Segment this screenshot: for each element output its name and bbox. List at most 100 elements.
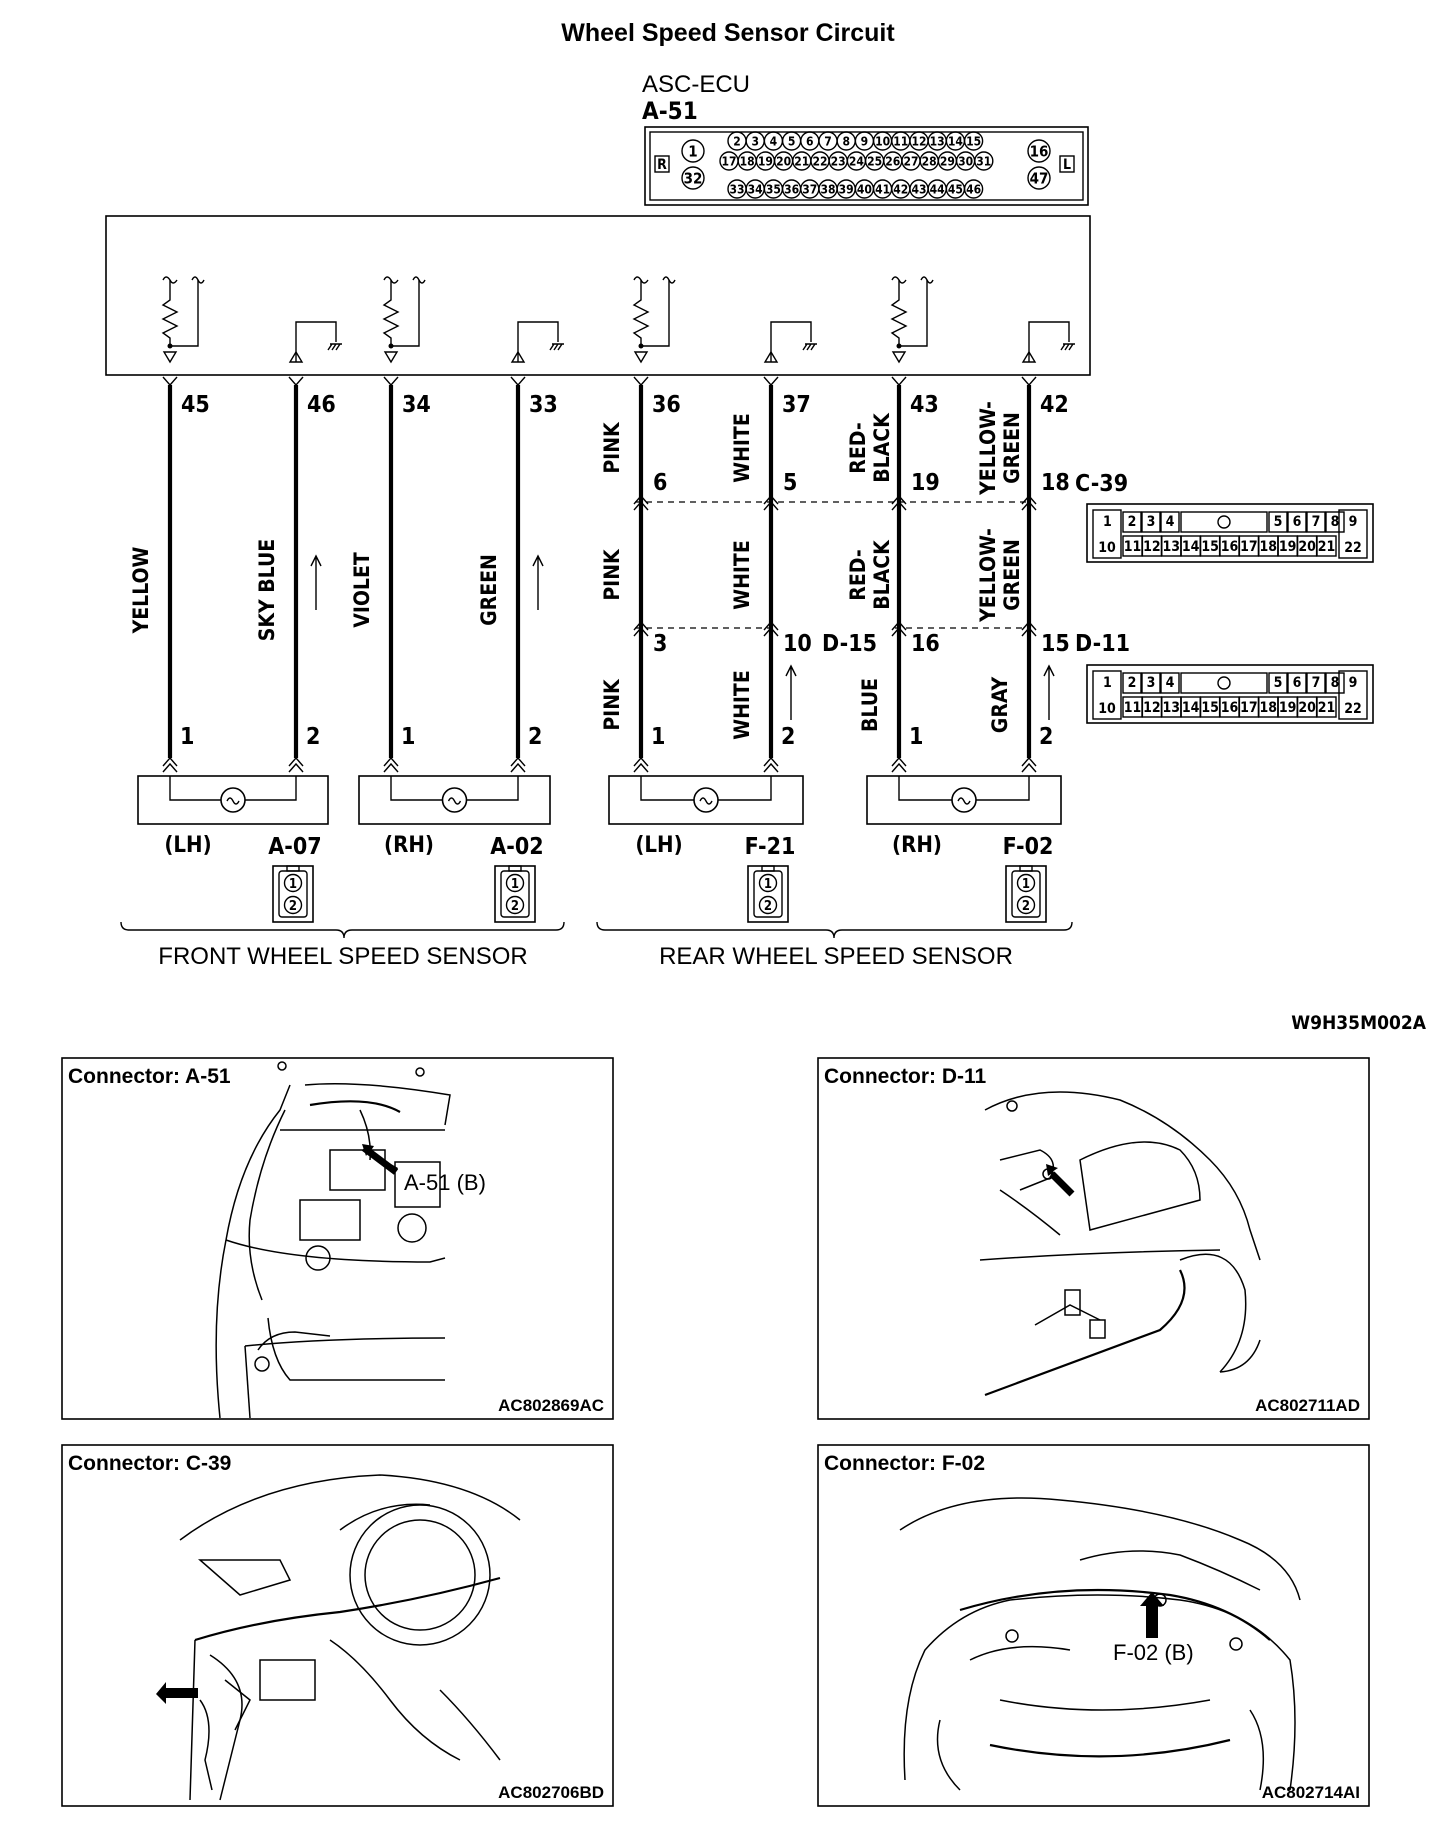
sensor-pin-number: 2 bbox=[1039, 724, 1053, 750]
wire-color-label-line: GREEN bbox=[477, 554, 501, 626]
wire-color-label-line: YELLOW bbox=[129, 546, 153, 634]
connector-pin: 13 bbox=[1163, 539, 1181, 555]
ecu-pin-label: 25 bbox=[867, 154, 882, 168]
panel-f02-title: Connector: F-02 bbox=[824, 1452, 985, 1475]
panel-c39-title: Connector: C-39 bbox=[68, 1452, 231, 1475]
ecu-pin-label: 9 bbox=[861, 134, 869, 148]
ecu-pin-label: 35 bbox=[766, 182, 781, 196]
ecu-terminal-mark bbox=[633, 376, 649, 387]
ground-arrow bbox=[891, 351, 907, 364]
wire-color-label-line: PINK bbox=[600, 421, 624, 474]
sensor-connector-pin-label: 2 bbox=[289, 899, 297, 914]
ecu-pin-label: 8 bbox=[842, 134, 850, 148]
panel-d11: Connector: D-11 AC802711AD bbox=[817, 1057, 1370, 1420]
panel-f02: Connector: F-02 AC802714AI F-02 (B) bbox=[817, 1444, 1370, 1807]
connector-pin: 14 bbox=[1182, 700, 1200, 716]
connector-pin: 9 bbox=[1349, 675, 1358, 691]
signal-arrow bbox=[785, 664, 797, 720]
connector-pin: 5 bbox=[1274, 675, 1283, 691]
ecu-tag-left: R bbox=[657, 157, 667, 173]
ecu-pin-label: 42 bbox=[893, 182, 908, 196]
ground-arrow bbox=[510, 350, 526, 363]
sensor-tilde bbox=[447, 797, 462, 805]
wire-color-label: YELLOW-GREEN bbox=[976, 401, 1024, 496]
ground-symbol bbox=[549, 343, 564, 351]
internal-line bbox=[641, 280, 670, 347]
connector-pin: 4 bbox=[1166, 514, 1175, 530]
d15-pin-number: 3 bbox=[653, 631, 667, 657]
ecu-terminal-mark bbox=[510, 376, 526, 387]
junction-dot bbox=[896, 343, 902, 349]
connector-pin: 1 bbox=[1103, 514, 1112, 530]
ecu-terminal-mark bbox=[763, 376, 779, 387]
connector-pin: 19 bbox=[1279, 539, 1297, 555]
ground-arrow bbox=[763, 350, 779, 363]
internal-ground-line bbox=[295, 321, 337, 362]
ecu-pin-number: 42 bbox=[1040, 392, 1069, 418]
ecu-pin-label: 4 bbox=[770, 134, 778, 148]
connector-pin: 11 bbox=[1124, 539, 1142, 555]
sensor-side-label: (LH) bbox=[635, 833, 682, 858]
connector-pin: 16 bbox=[1221, 539, 1239, 555]
ecu-pin-label: 15 bbox=[966, 134, 981, 148]
wire-color-label: WHITE bbox=[730, 413, 754, 482]
connector-cell bbox=[1287, 672, 1307, 694]
connector-pin: 15 bbox=[1201, 539, 1219, 555]
ecu-pin-label: 3 bbox=[751, 134, 759, 148]
wire-color-label: PINK bbox=[600, 421, 624, 474]
ecu-pin-label: 46 bbox=[966, 182, 981, 196]
sensor-connector-label: F-02 bbox=[1003, 834, 1054, 860]
sensor-body bbox=[137, 775, 329, 825]
sensor-pin-number: 2 bbox=[306, 724, 320, 750]
ground-arrow bbox=[1021, 350, 1037, 363]
connector-pin: 6 bbox=[1293, 675, 1302, 691]
ecu-pin-label: 41 bbox=[875, 182, 890, 196]
ecu-pin-label: 26 bbox=[885, 154, 900, 168]
sensor-connector-pin-label: 1 bbox=[764, 877, 772, 892]
ecu-pin-label: 36 bbox=[784, 182, 799, 196]
ecu-connector-label: A-51 bbox=[642, 97, 698, 125]
ecu-pin-number: 46 bbox=[307, 392, 336, 418]
connector-pin: 20 bbox=[1298, 700, 1316, 716]
diagram-code: W9H35M002A bbox=[1291, 1012, 1427, 1034]
panel-f02-code: AC802714AI bbox=[1262, 1783, 1360, 1802]
internal-line bbox=[899, 280, 928, 347]
sensor-pin-number: 1 bbox=[401, 724, 415, 750]
wire-color-label-line: WHITE bbox=[730, 540, 754, 609]
ecu-terminal-mark bbox=[891, 376, 907, 387]
wire-color-label-line: GRAY bbox=[988, 677, 1012, 734]
resistor-symbol bbox=[890, 280, 908, 346]
ecu-pin-label: 45 bbox=[948, 182, 963, 196]
sensor-connector-pin bbox=[505, 873, 525, 893]
rear-door-illustration bbox=[979, 1091, 1261, 1397]
sensor-connector-pin-label: 1 bbox=[511, 877, 519, 892]
sensor-pin-number: 1 bbox=[651, 724, 665, 750]
connector-cell bbox=[1092, 509, 1122, 559]
sensor-connector-label: A-02 bbox=[490, 834, 543, 860]
connector-terminal-mark bbox=[633, 756, 649, 773]
sensor-connector-pin bbox=[758, 873, 778, 893]
connector-pin: 17 bbox=[1240, 700, 1258, 716]
ecu-terminal-mark bbox=[1021, 376, 1037, 387]
signal-arrow bbox=[310, 554, 322, 610]
connector-terminal-mark bbox=[891, 756, 907, 773]
rear-sensor-brace bbox=[596, 921, 1073, 939]
connector-pin: 19 bbox=[1279, 700, 1297, 716]
connector-pin: 11 bbox=[1124, 700, 1142, 716]
connector-pin: 10 bbox=[1098, 540, 1116, 556]
connector-pin: 15 bbox=[1201, 700, 1219, 716]
panel-d11-title: Connector: D-11 bbox=[824, 1065, 987, 1088]
internal-tilde bbox=[891, 276, 934, 284]
sensor-pin-number: 2 bbox=[781, 724, 795, 750]
internal-line bbox=[391, 280, 420, 347]
connector-pin: 21 bbox=[1318, 700, 1336, 716]
c39-pin-number: 19 bbox=[911, 470, 940, 496]
ecu-pin-label: 32 bbox=[684, 169, 703, 187]
connector-cell bbox=[1325, 672, 1345, 694]
wire-color-label-line: RED- bbox=[846, 549, 870, 600]
connector-cell bbox=[1316, 696, 1337, 718]
